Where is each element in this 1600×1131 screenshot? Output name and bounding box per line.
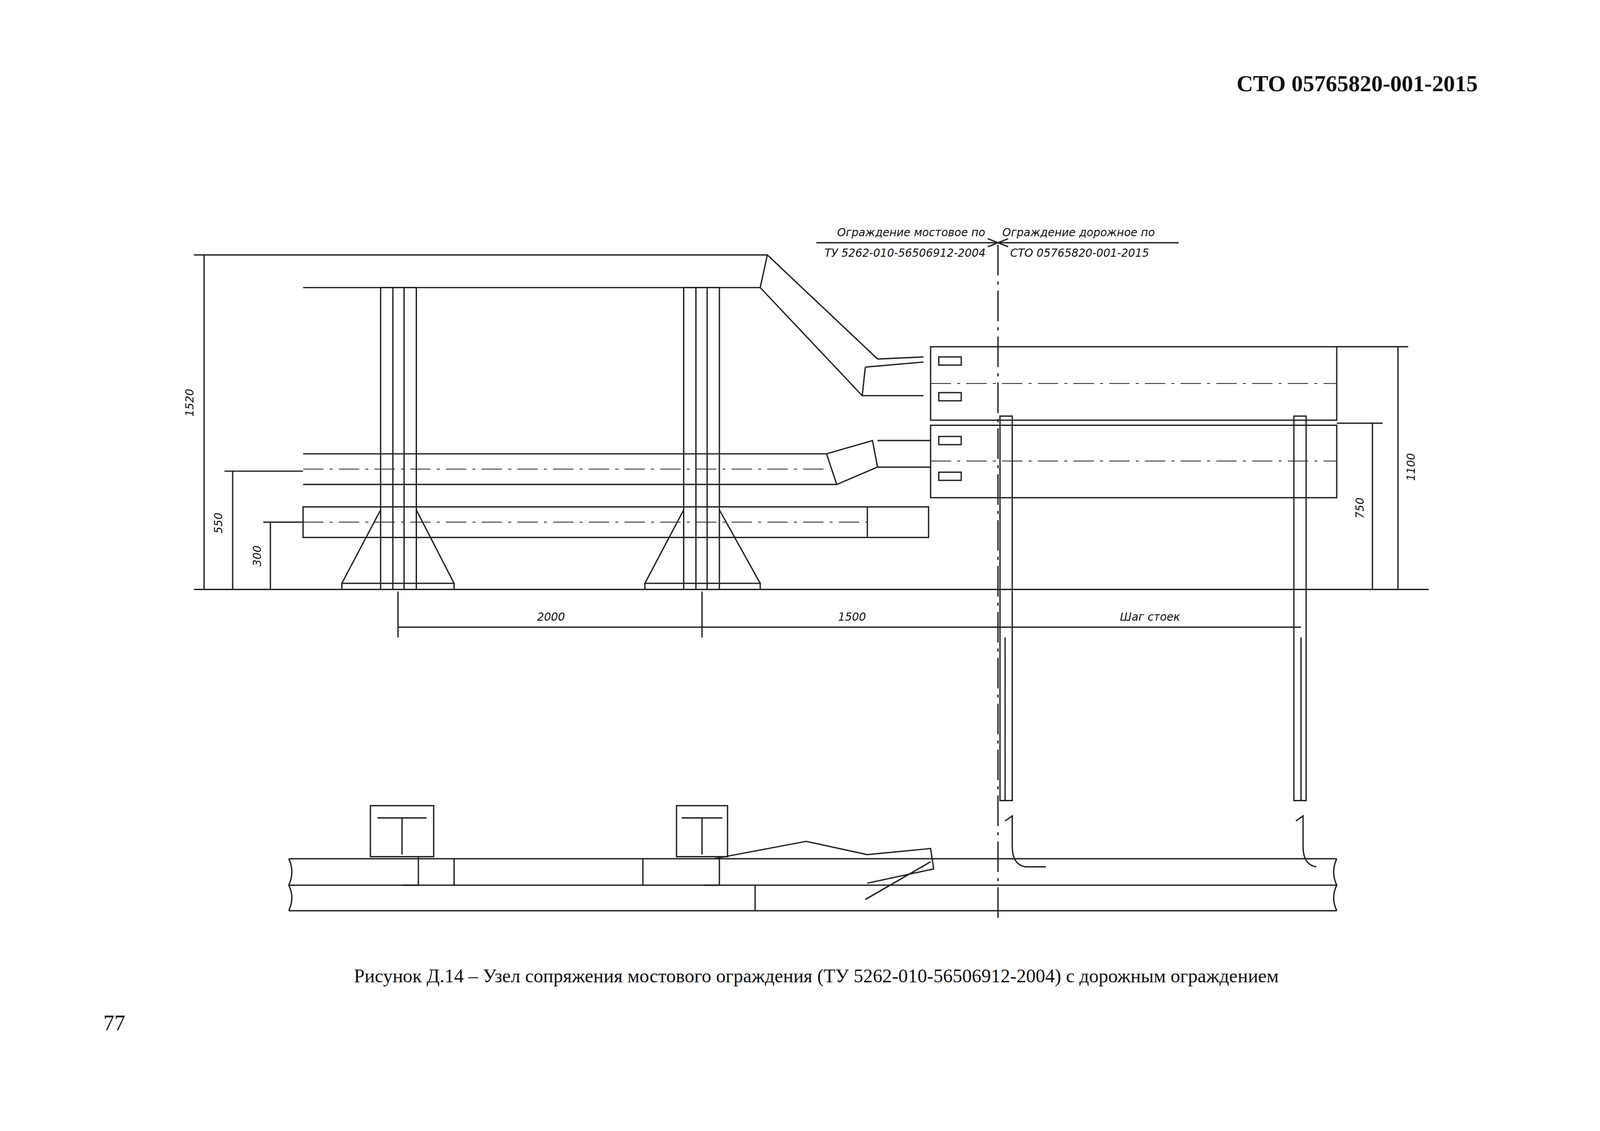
dimension: Шаг стоек: [1118, 611, 1183, 624]
page-number: 77: [103, 1011, 126, 1036]
dimension: 1500: [836, 611, 868, 624]
standard-note: Ограждение дорожное по: [1000, 226, 1157, 239]
dimension: 1100: [1405, 451, 1418, 484]
document-code: СТО 05765820-001-2015: [1236, 71, 1478, 97]
standard-note: СТО 05765820-001-2015: [1008, 246, 1151, 259]
dimension: 1520: [183, 387, 196, 419]
figure-caption: Рисунок Д.14 – Узел сопряжения мостового…: [354, 965, 1279, 987]
standard-note: ТУ 5262-010-56506912-2004: [822, 246, 988, 259]
dimension: 300: [250, 543, 263, 569]
dimension: 2000: [535, 611, 567, 624]
standard-note: Ограждение мостовое по: [835, 226, 987, 239]
dimension: 750: [1354, 495, 1366, 521]
dimension: 550: [212, 510, 225, 536]
